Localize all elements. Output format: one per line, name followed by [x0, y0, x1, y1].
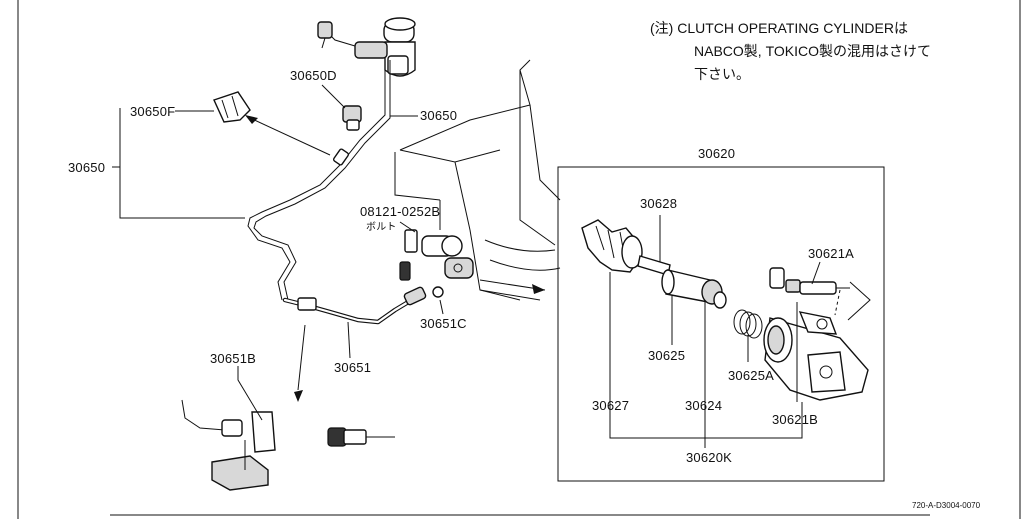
label-30621a: 30621A — [808, 246, 854, 261]
label-30651: 30651 — [334, 360, 371, 375]
installed-operating-cylinder — [399, 229, 546, 294]
label-30650-left: 30650 — [68, 160, 105, 175]
clamp-30650f — [213, 91, 331, 156]
label-30650f: 30650F — [130, 104, 175, 119]
label-30621b: 30621B — [772, 412, 818, 427]
hose-bracket-30651b — [181, 399, 276, 491]
operating-cylinder-body — [763, 289, 869, 401]
piston-30625 — [661, 269, 727, 309]
bleeder-screw-30621a — [769, 267, 871, 321]
label-30627: 30627 — [592, 398, 629, 413]
label-30625: 30625 — [648, 348, 685, 363]
clip-30650d — [342, 105, 362, 131]
transmission-case-sketch — [394, 59, 561, 301]
diagram-reference-code: 720-A-D3004-0070 — [912, 501, 981, 510]
boot-30627 — [581, 219, 643, 273]
note-line-1: (注) CLUTCH OPERATING CYLINDERは — [650, 20, 908, 36]
label-30625a: 30625A — [728, 368, 774, 383]
label-30620: 30620 — [698, 146, 735, 161]
label-30628: 30628 — [640, 196, 677, 211]
clutch-pipe-30650 — [247, 60, 391, 301]
label-08121-0252b: 08121-0252B — [360, 204, 440, 219]
exploded-view-box — [557, 166, 885, 482]
leader-lines — [112, 84, 821, 448]
label-bolt: ボルト — [366, 221, 397, 233]
label-30650d: 30650D — [290, 68, 337, 83]
part-labels: 30650F 30650D 30650 30650 08121-0252B ボル… — [68, 68, 854, 465]
spring-30625a — [733, 309, 763, 339]
note-line-3: 下さい。 — [694, 66, 750, 82]
hose-fitting-detail — [327, 427, 395, 447]
clutch-hose-30651 — [282, 286, 444, 325]
master-cylinder — [317, 17, 416, 77]
label-30651c: 30651C — [420, 316, 467, 331]
label-30651b: 30651B — [210, 351, 256, 366]
label-30624: 30624 — [685, 398, 722, 413]
down-arrow — [294, 324, 306, 402]
label-30620k: 30620K — [686, 450, 732, 465]
label-30650-top: 30650 — [420, 108, 457, 123]
note-line-2: NABCO製, TOKICO製の混用はさけて — [694, 43, 931, 59]
